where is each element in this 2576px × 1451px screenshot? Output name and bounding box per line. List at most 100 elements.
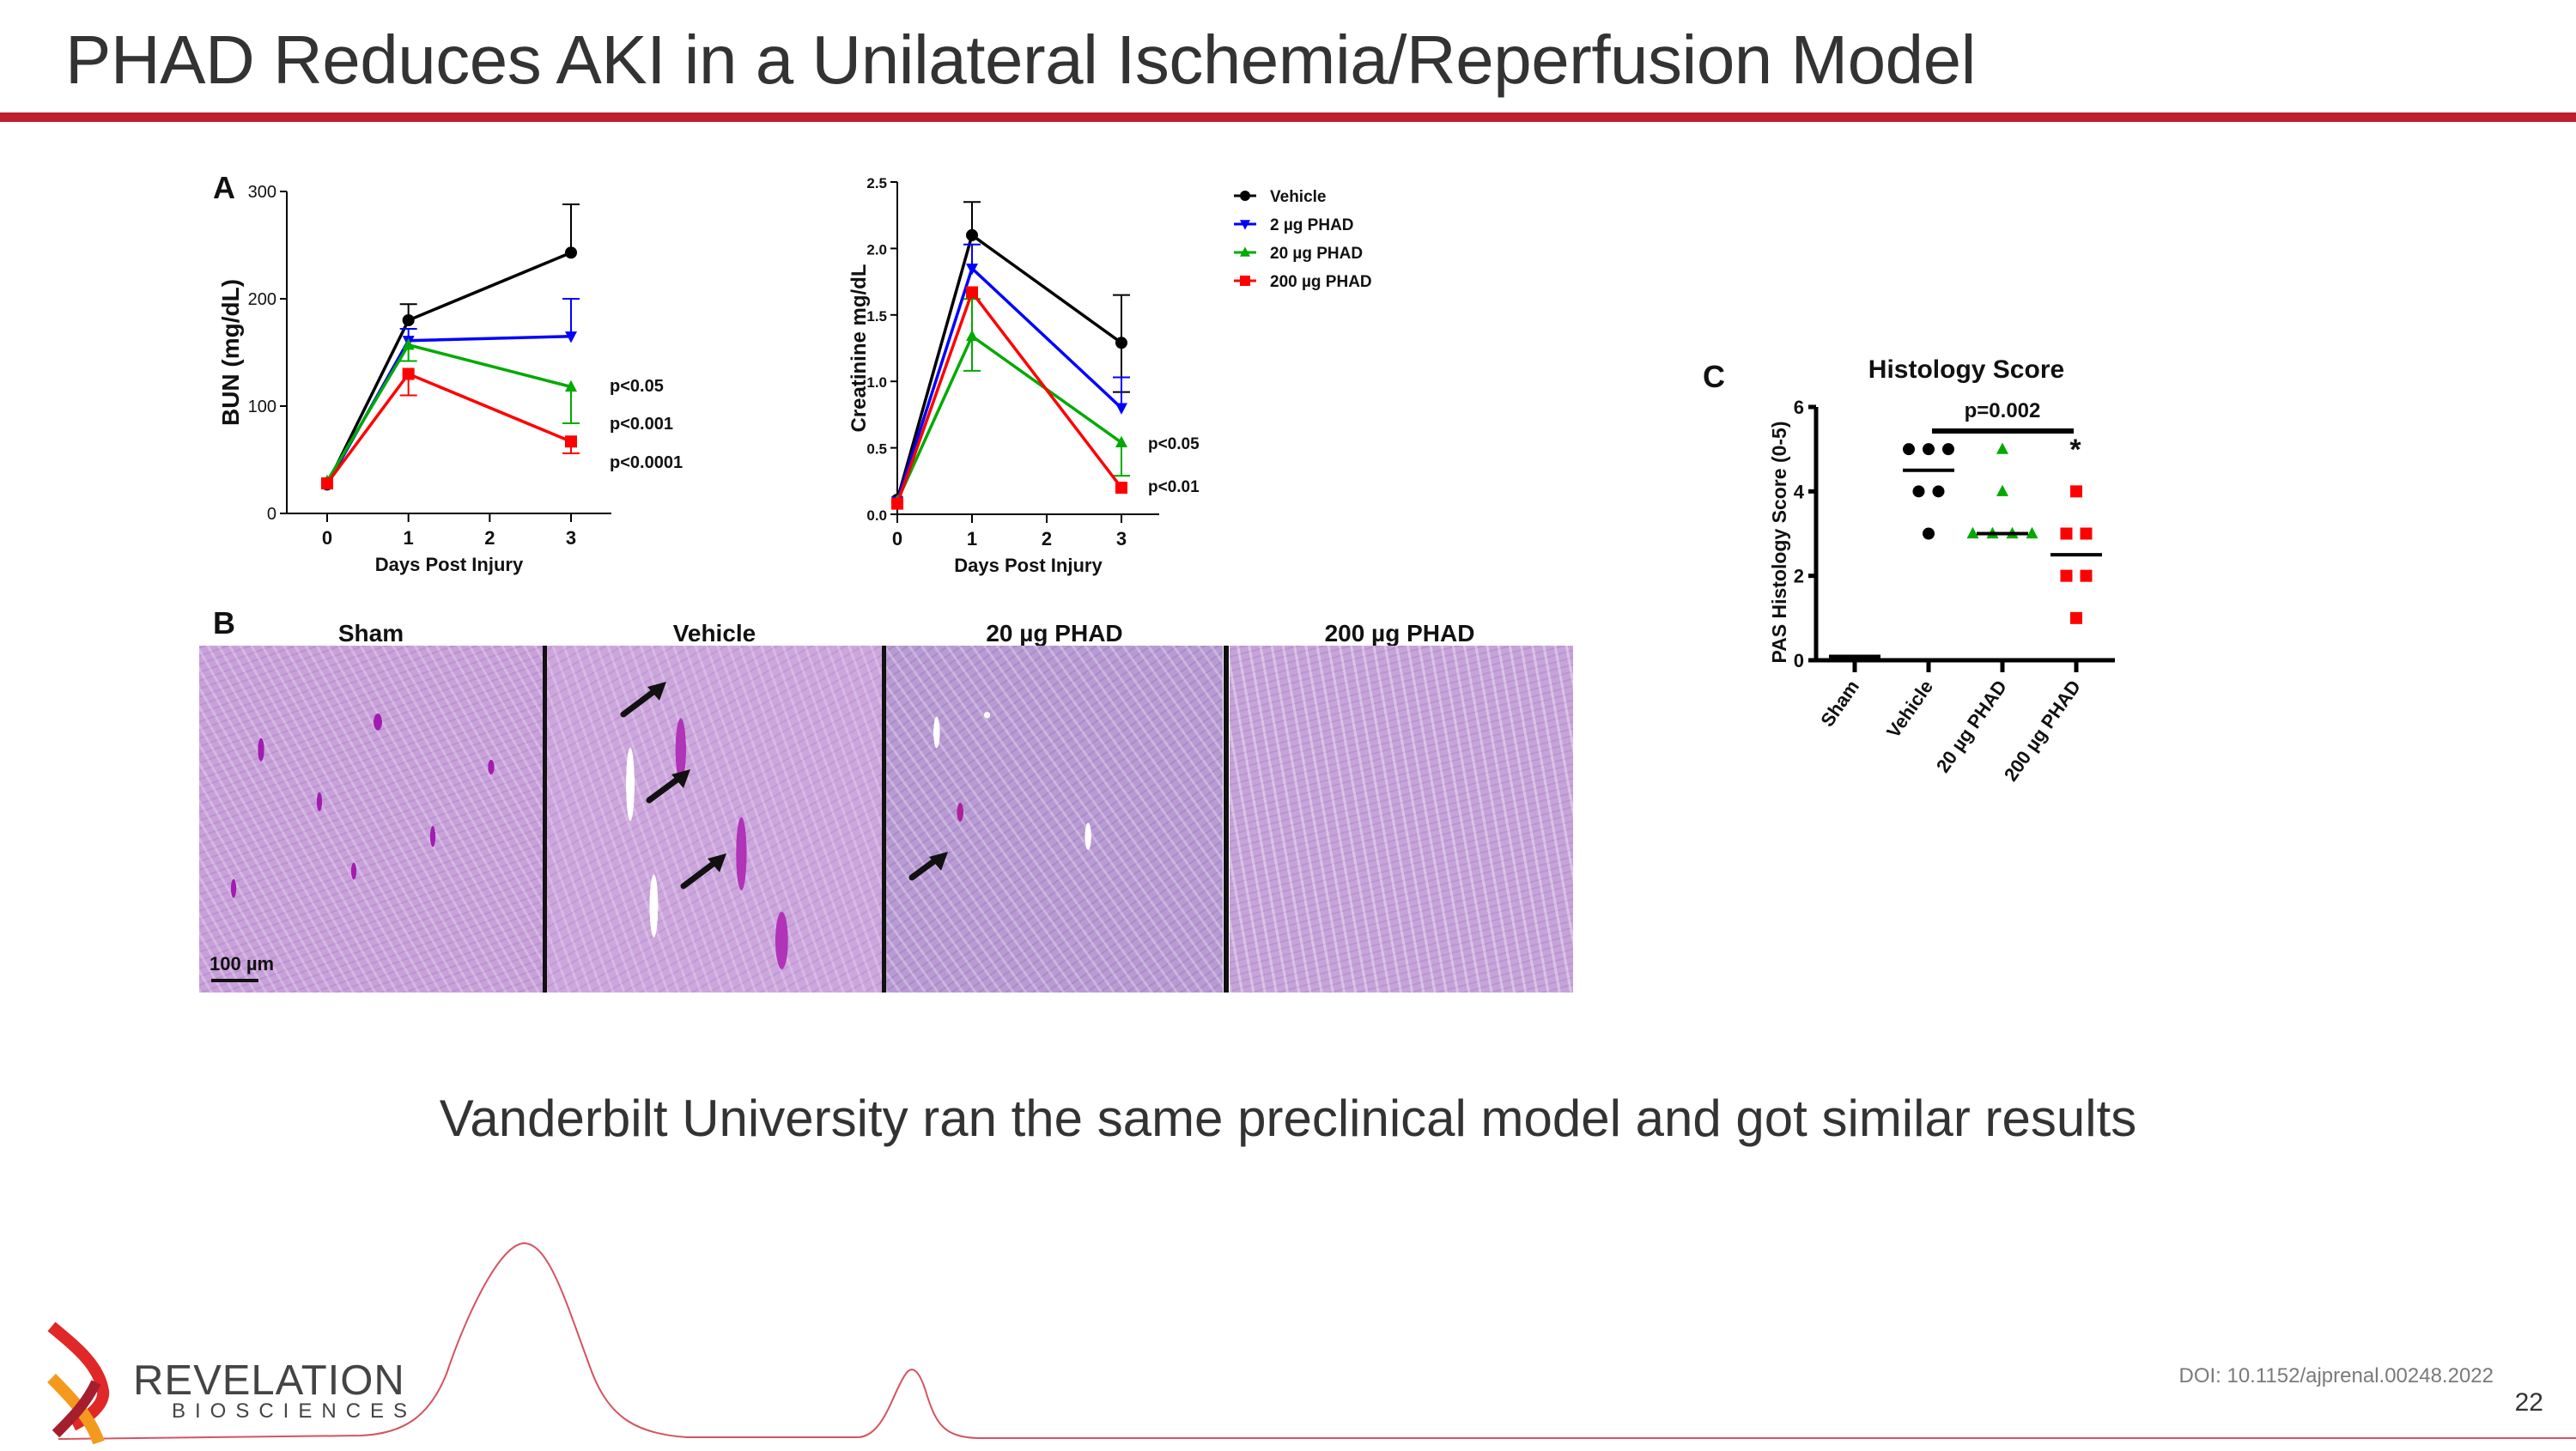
histology-divider xyxy=(1224,646,1229,993)
data-point xyxy=(2060,527,2073,540)
y-tick-label: 0.5 xyxy=(866,441,887,458)
x-tick-label: 3 xyxy=(1116,528,1127,549)
scale-bar xyxy=(211,979,258,982)
histology-image-sham xyxy=(199,646,543,993)
slide-title: PHAD Reduces AKI in a Unilateral Ischemi… xyxy=(65,21,1976,98)
data-point xyxy=(1942,443,1954,456)
y-tick-label: 0 xyxy=(1794,650,1804,671)
data-point xyxy=(1115,403,1127,415)
doi-citation: DOI: 10.1152/ajprenal.00248.2022 xyxy=(2178,1364,2494,1387)
y-axis-label: Creatinine mg/dL xyxy=(848,264,871,432)
x-axis-label: Days Post Injury xyxy=(954,555,1103,576)
title-divider xyxy=(0,112,2576,122)
data-point xyxy=(1240,191,1250,201)
y-tick-label: 0.0 xyxy=(866,507,887,524)
histology-label-20ug: 20 µg PHAD xyxy=(986,620,1123,647)
data-point xyxy=(402,314,415,326)
y-tick-label: 1.0 xyxy=(866,374,887,391)
data-point xyxy=(1240,276,1250,286)
x-tick-label: Vehicle xyxy=(1882,677,1937,742)
panel-label-b: B xyxy=(213,605,235,641)
p-value-annotation: p<0.0001 xyxy=(610,453,683,472)
legend-label: 20 µg PHAD xyxy=(1270,245,1363,263)
data-point xyxy=(2070,611,2082,624)
legend-label: Vehicle xyxy=(1270,188,1327,206)
x-tick-label: 0 xyxy=(322,527,332,549)
page-number: 22 xyxy=(2514,1388,2543,1417)
panel-label-c: C xyxy=(1703,359,1725,394)
data-point xyxy=(1932,485,1945,498)
p-value-annotation: p<0.01 xyxy=(1148,478,1200,496)
histology-label-200ug: 200 µg PHAD xyxy=(1324,620,1475,647)
y-axis-label: PAS Histology Score (0-5) xyxy=(1768,421,1790,663)
data-point xyxy=(1996,484,2008,496)
data-point xyxy=(966,286,978,299)
histology-divider xyxy=(882,646,886,993)
data-point xyxy=(321,477,333,489)
y-tick-label: 1.5 xyxy=(866,308,887,325)
data-point xyxy=(565,246,577,259)
x-tick-label: 20 µg PHAD xyxy=(1932,677,2011,777)
x-tick-label: 200 µg PHAD xyxy=(2000,677,2085,786)
histology-image-vehicle xyxy=(546,646,883,993)
histology-image-200ug xyxy=(1230,646,1573,993)
histology-image-20ug xyxy=(886,646,1223,993)
data-point xyxy=(1240,246,1250,257)
x-tick-label: 1 xyxy=(404,527,414,549)
legend-label: 2 µg PHAD xyxy=(1270,216,1354,234)
data-point xyxy=(1240,220,1250,230)
logo-wordmark: REVELATION xyxy=(133,1357,405,1404)
y-tick-label: 100 xyxy=(248,398,276,416)
p-value-annotation: p<0.05 xyxy=(1148,435,1200,453)
data-point xyxy=(1912,485,1925,498)
x-tick-label: 3 xyxy=(566,527,576,549)
histology-label-sham: Sham xyxy=(337,620,404,647)
y-tick-label: 300 xyxy=(248,183,276,202)
data-point xyxy=(1115,482,1127,495)
chart-title: Histology Score xyxy=(1868,355,2064,384)
slide-subtitle: Vanderbilt University ran the same precl… xyxy=(439,1090,2137,1147)
data-point xyxy=(565,331,577,343)
x-axis-label: Days Post Injury xyxy=(375,554,524,575)
data-point xyxy=(2026,526,2038,539)
data-point xyxy=(966,329,978,342)
p-value-annotation: p=0.002 xyxy=(1965,399,2041,422)
x-tick-label: Sham xyxy=(1816,677,1863,731)
legend-label: 200 µg PHAD xyxy=(1270,273,1372,291)
data-point xyxy=(1966,526,1979,539)
y-tick-label: 4 xyxy=(1794,481,1805,502)
data-point xyxy=(1996,442,2008,454)
x-tick-label: 0 xyxy=(892,528,902,549)
data-point xyxy=(891,497,903,510)
y-tick-label: 2.5 xyxy=(866,175,887,191)
y-tick-label: 6 xyxy=(1794,397,1804,418)
y-tick-label: 200 xyxy=(248,290,276,309)
data-point xyxy=(1903,443,1915,456)
data-point xyxy=(402,338,415,350)
data-point xyxy=(1923,527,1935,540)
x-tick-label: 2 xyxy=(1042,528,1052,549)
p-value-annotation: p<0.05 xyxy=(610,377,664,396)
y-tick-label: 2 xyxy=(1794,566,1804,587)
logo-tagline: BIOSCIENCES xyxy=(172,1399,417,1423)
data-point xyxy=(565,379,577,392)
significance-asterisk: * xyxy=(2069,434,2081,466)
data-point xyxy=(2070,485,2082,498)
data-point xyxy=(1923,443,1935,456)
data-point xyxy=(2080,569,2093,582)
histology-label-vehicle: Vehicle xyxy=(672,620,756,647)
data-point xyxy=(2080,527,2093,540)
data-point xyxy=(565,435,577,448)
panel-label-a: A xyxy=(213,170,235,205)
y-tick-label: 0 xyxy=(267,505,276,524)
revelation-helix-logo-icon xyxy=(47,1322,110,1445)
data-point xyxy=(1115,435,1127,448)
x-tick-label: 1 xyxy=(967,528,977,549)
data-point xyxy=(402,367,415,380)
y-tick-label: 2.0 xyxy=(866,241,887,258)
data-point xyxy=(1115,337,1127,349)
y-axis-label: BUN (mg/dL) xyxy=(217,279,244,426)
data-point xyxy=(966,264,978,276)
